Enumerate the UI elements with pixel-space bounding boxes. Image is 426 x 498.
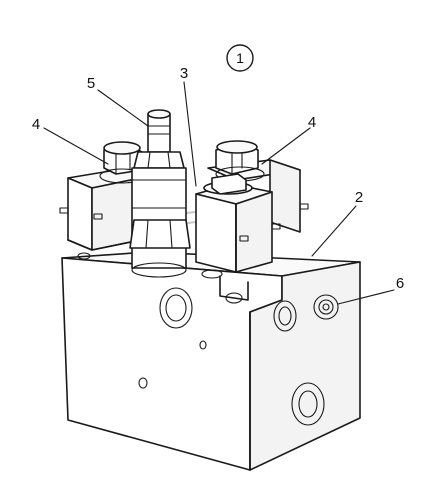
coil-pin-left [59, 207, 69, 214]
callout-2: 2 [355, 189, 363, 206]
callout-5: 5 [87, 75, 95, 92]
callout-3: 3 [180, 65, 188, 82]
hex-nut-right [215, 140, 265, 182]
callout-4-left: 4 [32, 116, 40, 133]
hex-nut-left [99, 141, 145, 184]
side-port-upper [273, 300, 297, 332]
plug-6 [313, 294, 339, 320]
valve-cartridge-center [129, 109, 191, 278]
side-port-lower [291, 382, 325, 426]
front-port-small [199, 340, 207, 350]
cartridge-stem [147, 113, 171, 153]
front-port-large [159, 287, 193, 329]
figure-number-label: 1 [236, 50, 244, 66]
callout-6: 6 [396, 275, 404, 292]
figure-number-callout: 1 [226, 44, 254, 72]
solenoid-coil-front-right [195, 173, 281, 279]
manifold-block [61, 251, 361, 471]
front-pin-hole [138, 377, 148, 389]
leader-lines [43, 81, 395, 305]
callout-4-right: 4 [308, 114, 316, 131]
